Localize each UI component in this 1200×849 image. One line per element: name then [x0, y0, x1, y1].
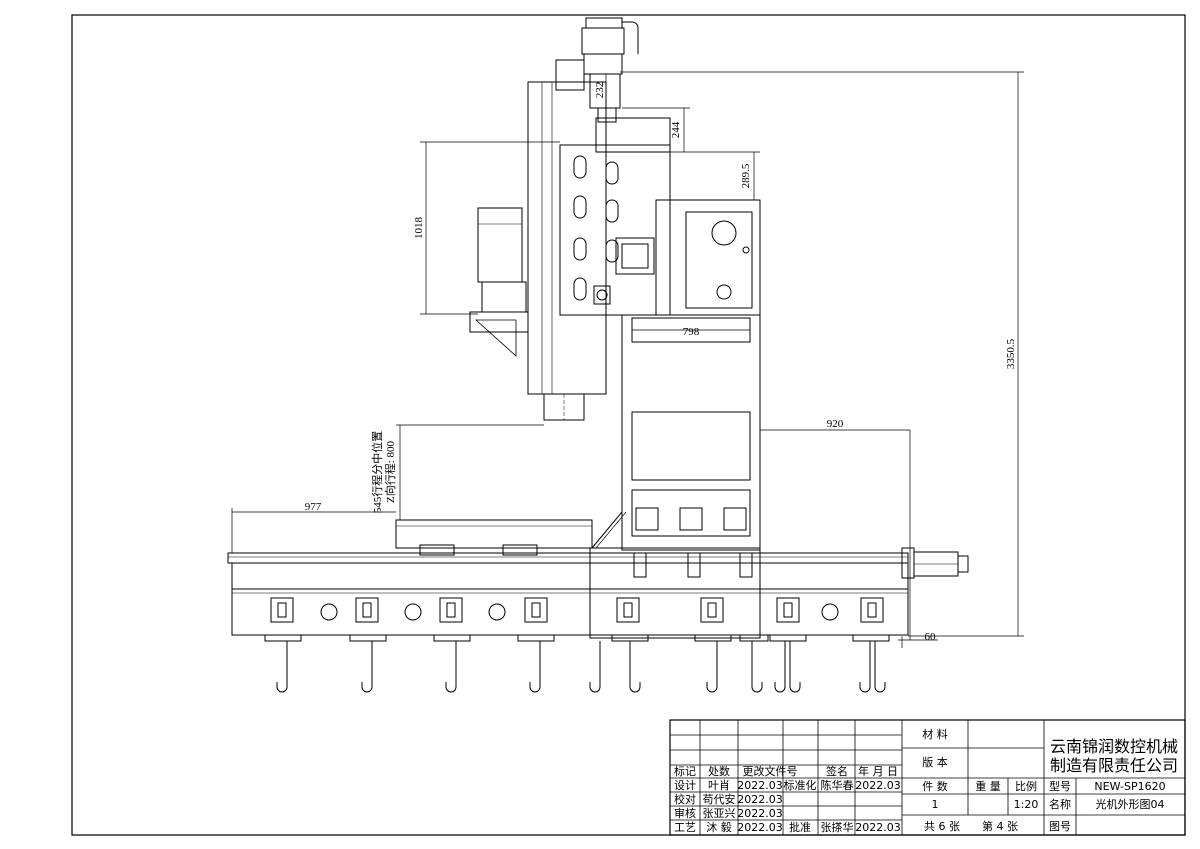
- sheet-number: 第 4 张: [982, 819, 1018, 833]
- review-label: 审核: [674, 806, 696, 820]
- check-label: 校对: [674, 792, 696, 806]
- header-change-doc: 更改文件号: [743, 764, 798, 778]
- header-count: 处数: [708, 765, 730, 778]
- process-name: 沐 毅: [706, 820, 732, 834]
- company-name-line1: 云南锦润数控机械: [1050, 737, 1178, 756]
- check-name: 苟代安: [703, 792, 736, 806]
- std-label: 标准化: [784, 778, 817, 792]
- z-travel-note-2: Z向行程: 800: [383, 440, 397, 503]
- z-travel-note-1: 545行程分中位置: [370, 431, 384, 514]
- dim-232: 232: [594, 82, 606, 99]
- design-date: 2022.03: [737, 779, 783, 792]
- dim-1018: 1018: [413, 217, 425, 240]
- dim-289-5: 289.5: [740, 163, 752, 188]
- company-name-line2: 制造有限责任公司: [1050, 756, 1178, 775]
- drawing-frame: [71, 14, 1186, 836]
- process-label: 工艺: [674, 821, 696, 834]
- approve-label: 批准: [789, 820, 811, 834]
- name-value: 光机外形图04: [1096, 797, 1165, 811]
- sheet-total: 共 6 张: [924, 820, 960, 833]
- review-name: 张亚兴: [703, 807, 736, 820]
- dimension-lines: [231, 71, 1024, 648]
- design-label: 设计: [674, 779, 696, 792]
- dim-244: 244: [670, 121, 682, 138]
- header-pieces: 件 数: [922, 780, 948, 793]
- check-date: 2022.03: [737, 793, 783, 806]
- header-mark: 标记: [674, 764, 696, 778]
- approve-date: 2022.03: [855, 821, 901, 834]
- process-date: 2022.03: [737, 821, 783, 834]
- pieces-value: 1: [932, 798, 939, 811]
- header-name: 名称: [1049, 797, 1071, 811]
- header-model: 型号: [1049, 779, 1071, 793]
- header-weight: 重 量: [975, 779, 1001, 793]
- dim-977: 977: [305, 501, 322, 513]
- material-label: 材 料: [922, 727, 948, 741]
- work-table: [395, 519, 593, 556]
- spindle-head: [469, 17, 671, 421]
- design-name: 叶肖: [708, 778, 730, 792]
- scale-value: 1:20: [1014, 798, 1039, 811]
- column: [591, 199, 761, 551]
- std-name: 陈华春: [821, 778, 854, 792]
- version-label: 版 本: [922, 755, 948, 769]
- std-date: 2022.03: [855, 779, 901, 792]
- dim-3350-5: 3350.5: [1005, 338, 1017, 369]
- title-block: [669, 719, 1186, 836]
- header-sign: 签名: [826, 764, 848, 778]
- dim-920: 920: [827, 418, 844, 430]
- dim-798: 798: [683, 326, 700, 338]
- approve-name: 张搽华: [821, 820, 854, 834]
- machine-bed: [227, 547, 969, 693]
- review-date: 2022.03: [737, 807, 783, 820]
- header-drawing-no: 图号: [1049, 820, 1071, 833]
- header-scale: 比例: [1015, 779, 1037, 793]
- model-value: NEW-SP1620: [1094, 780, 1165, 793]
- dim-60: 60: [925, 631, 937, 643]
- header-date: 年 月 日: [858, 764, 898, 778]
